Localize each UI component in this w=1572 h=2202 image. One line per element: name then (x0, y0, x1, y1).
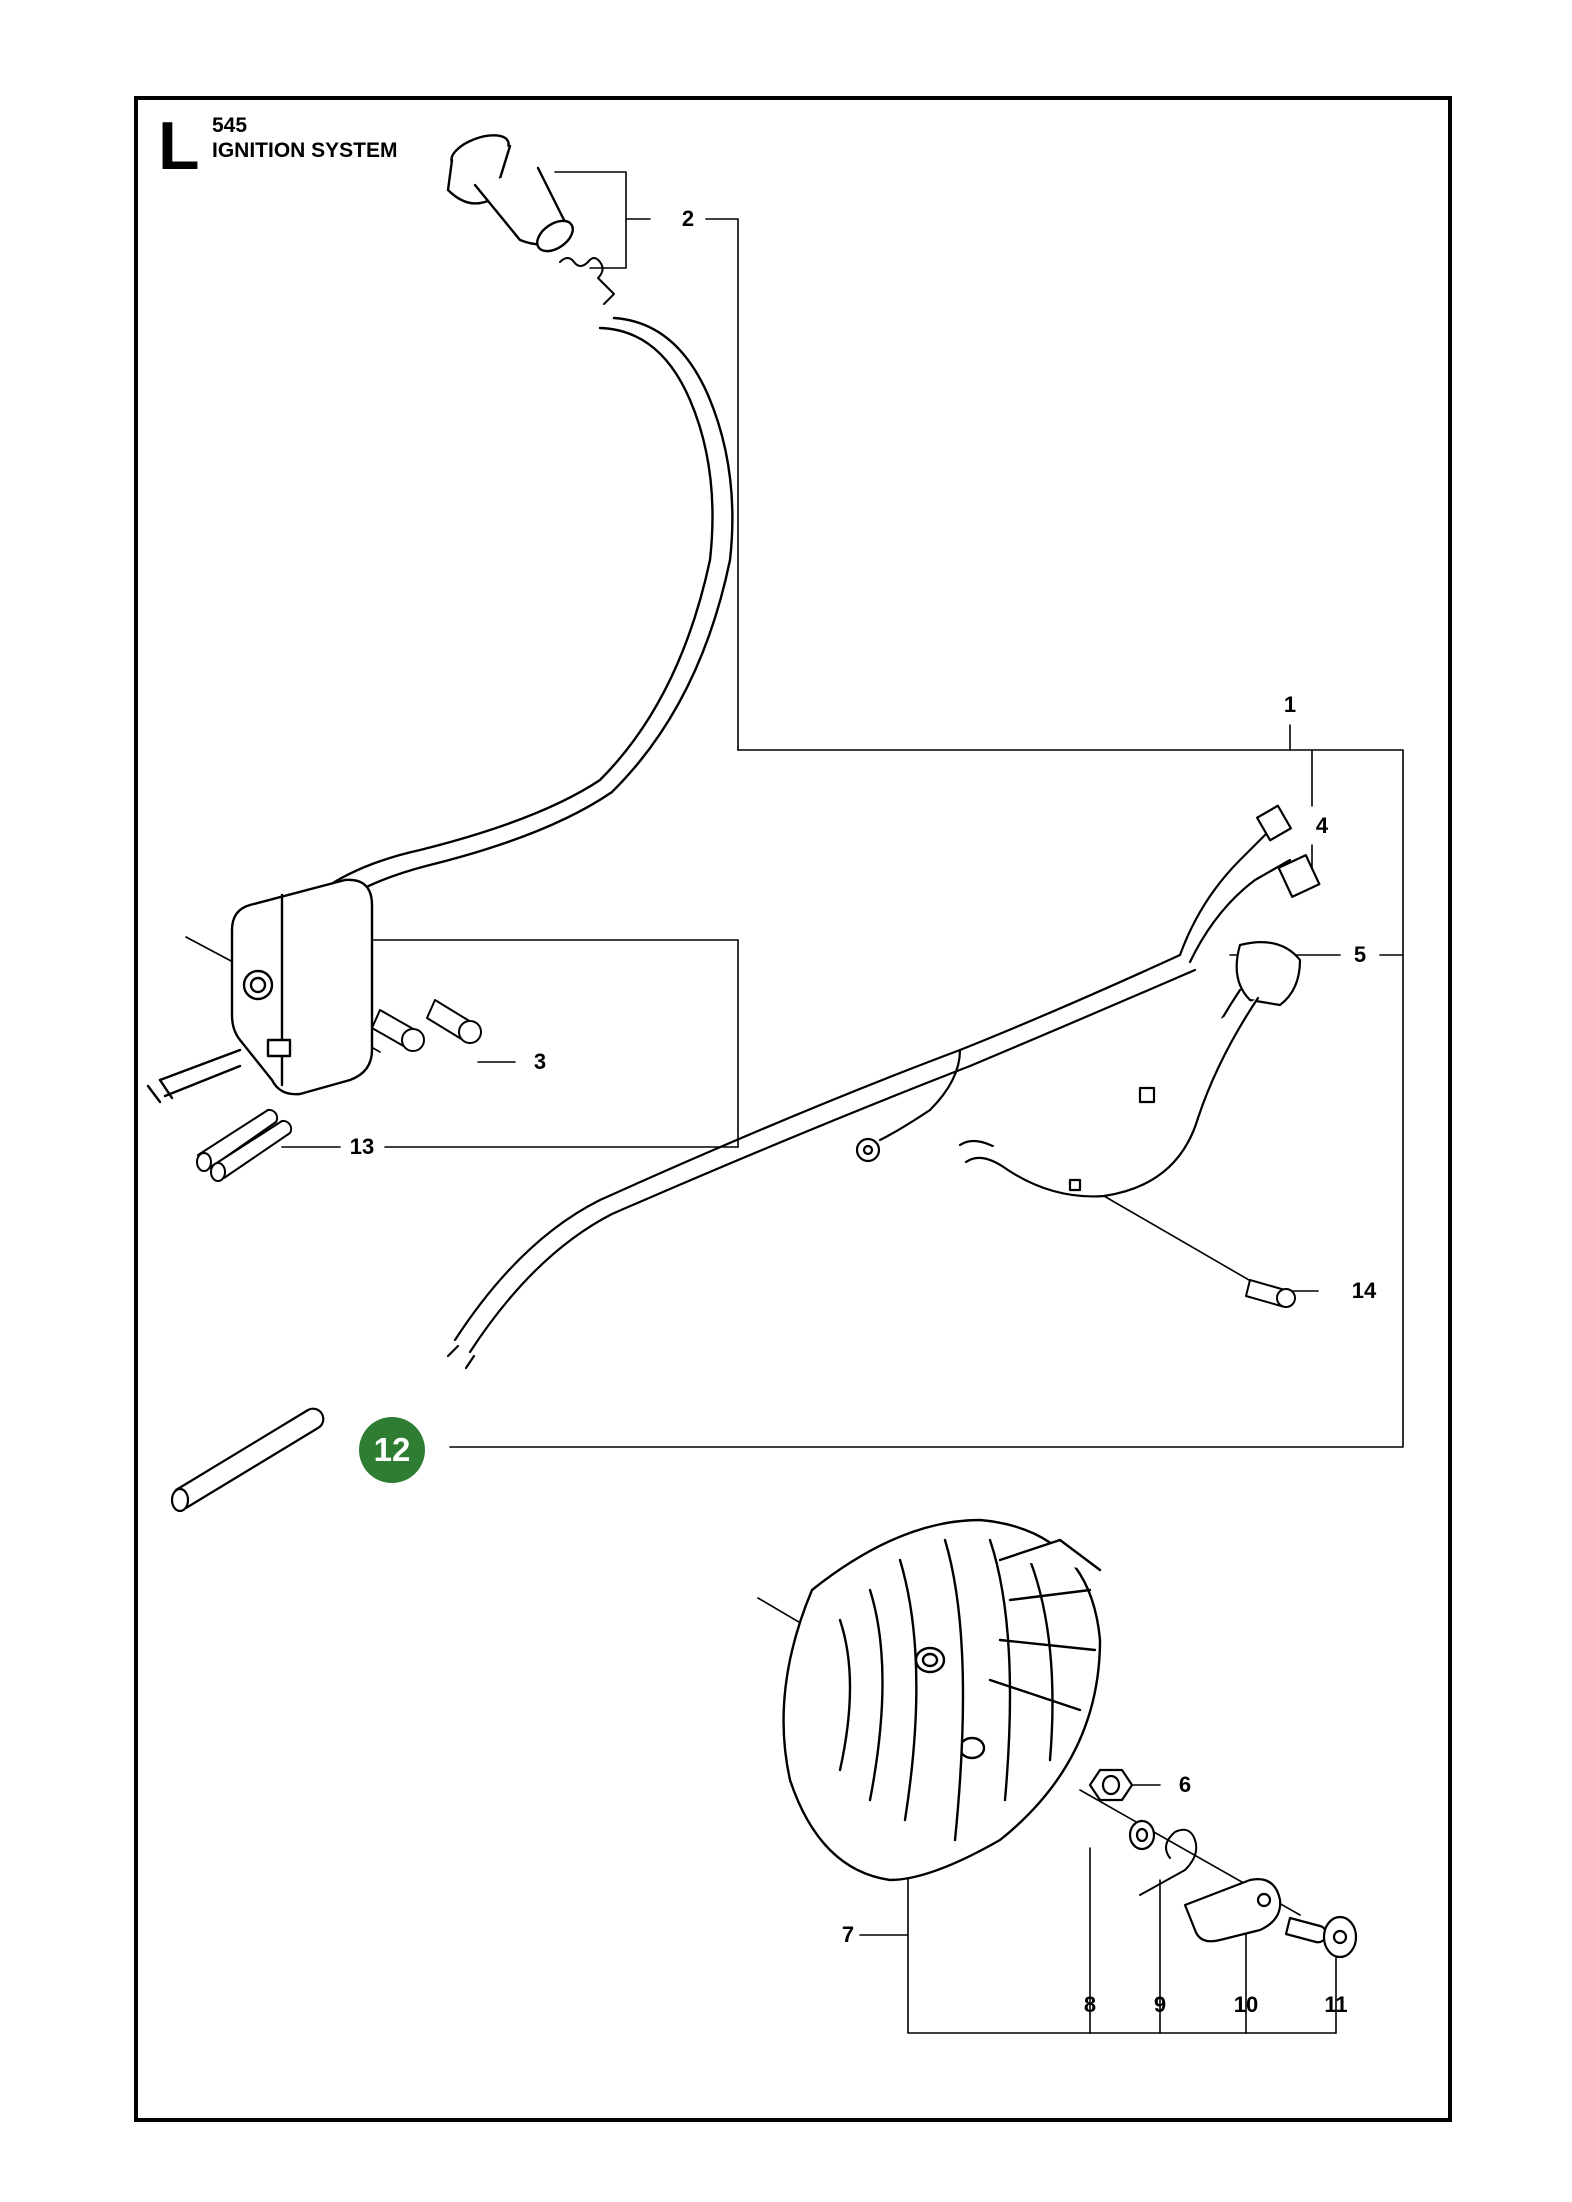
callout-7: 7 (841, 1922, 855, 1947)
callout-14: 14 (1351, 1278, 1377, 1303)
sleeves (196, 1108, 293, 1182)
leader-lines (185, 171, 1404, 2034)
callout-6: 6 (1178, 1772, 1192, 1797)
pawl-screw (1284, 1915, 1358, 1959)
callout-4: 4 (1315, 813, 1329, 838)
spark-plug-boot (446, 134, 574, 253)
module-screws (371, 999, 482, 1052)
spring-terminal (559, 257, 615, 305)
ignition-module (146, 878, 374, 1104)
callout-8: 8 (1083, 1992, 1097, 2017)
callout-3: 3 (533, 1049, 547, 1074)
flywheel-nut (1088, 1768, 1134, 1802)
pawl-spring (1139, 1828, 1198, 1896)
diagram-frame (134, 96, 1452, 2122)
flywheel (782, 1518, 1102, 1882)
callout-5: 5 (1353, 942, 1367, 967)
callout-12-badge: 12 (359, 1417, 425, 1483)
switch-bracket (958, 941, 1302, 1198)
pin (170, 1407, 325, 1513)
callout-12: 12 (373, 1431, 411, 1468)
washer (1128, 1819, 1156, 1851)
callout-10: 10 (1233, 1992, 1259, 2017)
pawl (1183, 1878, 1282, 1943)
bracket-screw (1245, 1279, 1296, 1308)
wiring-harness (446, 804, 1321, 1370)
callout-11: 11 (1324, 1992, 1348, 2017)
model-number: 545 (212, 114, 248, 137)
callout-13: 13 (349, 1134, 375, 1159)
callout-9: 9 (1153, 1992, 1167, 2017)
ignition-cable (288, 316, 734, 932)
callout-2: 2 (681, 206, 695, 231)
callout-1: 1 (1283, 692, 1297, 717)
section-letter: L (158, 108, 200, 184)
section-title: IGNITION SYSTEM (212, 139, 398, 162)
